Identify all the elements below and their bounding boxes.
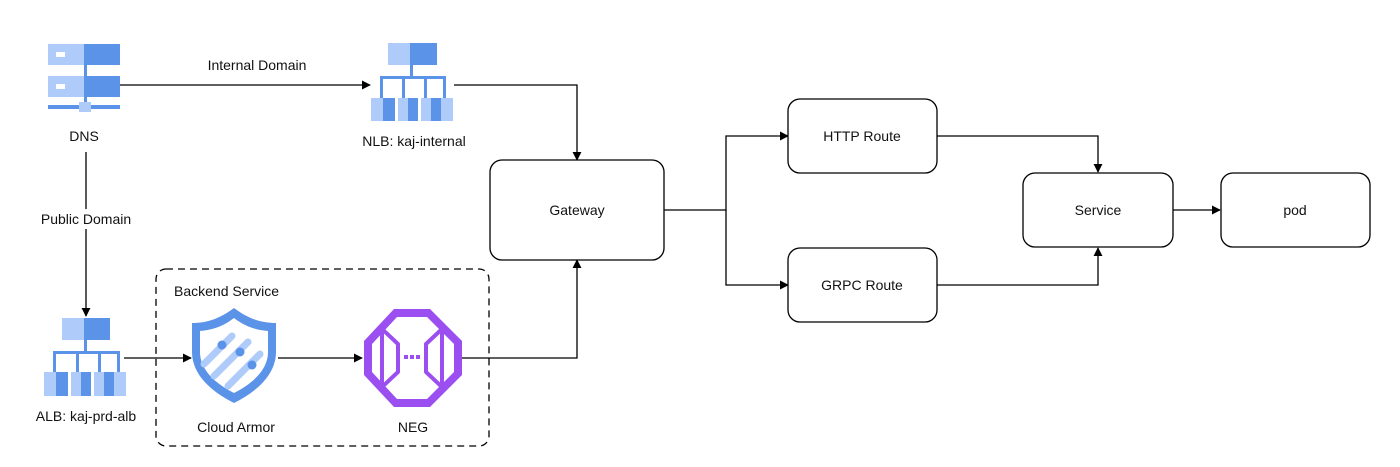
grpc-route-node: GRPC Route <box>787 247 938 323</box>
http-route-label: HTTP Route <box>823 128 901 144</box>
dns-label: DNS <box>69 128 99 144</box>
grpc-route-label: GRPC Route <box>821 277 903 293</box>
edge-label-public-domain: Public Domain <box>41 211 131 227</box>
pod-label: pod <box>1283 202 1306 218</box>
load-balancer-icon-alb <box>44 318 126 396</box>
load-balancer-icon-nlb <box>371 43 453 121</box>
edge-label-internal-domain: Internal Domain <box>208 57 307 73</box>
neg-label: NEG <box>398 419 428 435</box>
nlb-label: NLB: kaj-internal <box>362 133 466 149</box>
gateway-label: Gateway <box>549 202 604 218</box>
edge-gateway-to-http-route <box>664 131 789 211</box>
edge-grpc-route-to-service <box>937 247 1103 286</box>
gateway-node: Gateway <box>489 159 665 261</box>
backend-service-label: Backend Service <box>174 283 279 299</box>
edge-gateway-to-grpc-route <box>725 210 789 290</box>
http-route-node: HTTP Route <box>787 98 938 174</box>
backend-service-group <box>155 268 490 447</box>
edge-nlb-to-gateway <box>454 84 582 161</box>
service-node: Service <box>1022 172 1174 248</box>
edge-http-route-to-service <box>937 135 1103 173</box>
cloud-armor-shield-icon <box>192 308 276 403</box>
edge-label-bg <box>36 209 136 229</box>
neg-octagon-icon <box>364 309 462 407</box>
alb-label: ALB: kaj-prd-alb <box>36 408 137 424</box>
edge-neg-to-gateway <box>462 259 582 359</box>
pod-node: pod <box>1220 172 1371 248</box>
dns-server-icon <box>48 44 120 112</box>
cloud-armor-label: Cloud Armor <box>197 419 275 435</box>
service-label: Service <box>1075 202 1122 218</box>
